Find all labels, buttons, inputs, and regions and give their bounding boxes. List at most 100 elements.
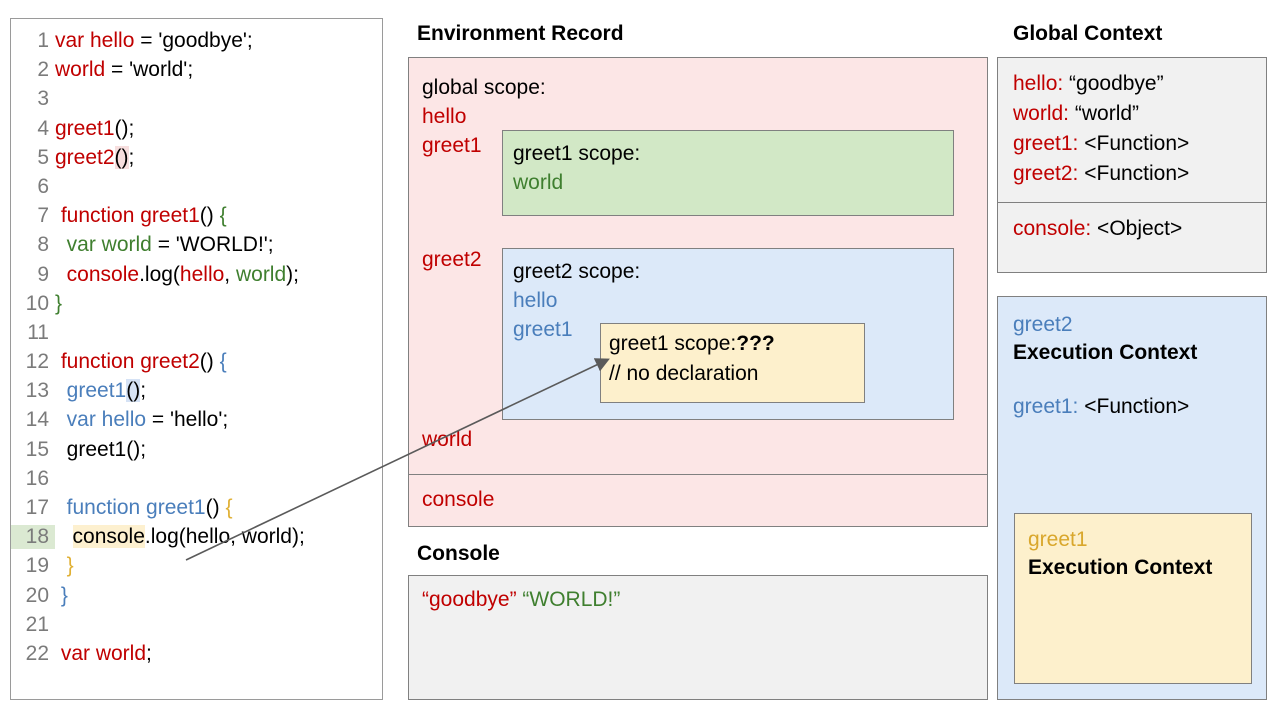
code-token: greet1 — [55, 379, 127, 403]
code-line-text: greet1(); — [55, 438, 146, 462]
code-token: (); — [114, 116, 135, 140]
env-var-greet1: greet1 — [422, 134, 482, 157]
code-token: = 'hello'; — [146, 408, 229, 432]
line-number: 20 — [25, 583, 49, 607]
code-token: .log(hello, world); — [144, 525, 305, 549]
greet1-execution-context-title: Execution Context — [1028, 556, 1213, 579]
greet1-execution-context-box: greet1 Execution Context — [1014, 513, 1252, 684]
context-key: greet2: — [1013, 162, 1079, 185]
greet2-scope-var-hello: hello — [513, 289, 558, 312]
greet2-execution-context-title: Execution Context — [1013, 341, 1198, 364]
code-token: = 'world'; — [105, 58, 194, 82]
code-line[interactable]: 12 function greet2() { — [11, 350, 382, 379]
code-line-text: var hello = 'goodbye'; — [55, 29, 253, 53]
code-line[interactable]: 14 var hello = 'hello'; — [11, 408, 382, 437]
line-number: 17 — [25, 496, 49, 519]
code-token: ); — [286, 262, 299, 286]
code-token: { — [219, 350, 227, 374]
code-token: function greet2 — [55, 350, 200, 374]
global-context-title: Global Context — [1013, 22, 1163, 45]
code-token: var hello — [55, 29, 135, 52]
code-line[interactable]: 11 — [11, 321, 382, 350]
greet1-inner-scope-box: greet1 scope:??? // no declaration — [600, 323, 865, 403]
line-number: 3 — [37, 87, 49, 111]
greet2-execution-context-var: greet1: <Function> — [1013, 393, 1266, 421]
code-line[interactable]: 17 function greet1() { — [11, 496, 382, 525]
code-token: console — [66, 262, 140, 286]
console-output-line: “goodbye” “WORLD!” — [422, 588, 987, 612]
code-token: () — [199, 204, 220, 228]
console-output-value: “WORLD!” — [516, 588, 621, 611]
code-line-text: function greet2() { — [55, 350, 227, 374]
code-line[interactable]: 10} — [11, 292, 382, 321]
code-token: greet1(); — [55, 437, 147, 461]
code-line-text: } — [55, 584, 68, 608]
environment-record-title: Environment Record — [417, 22, 624, 45]
code-line[interactable]: 7 function greet1() { — [11, 204, 382, 233]
console-output-box[interactable]: “goodbye” “WORLD!” — [408, 575, 988, 700]
global-var-hello: hello: “goodbye” — [1013, 69, 1266, 99]
code-line[interactable]: 9 console.log(hello, world); — [11, 263, 382, 292]
greet1-inner-scope-title-text: greet1 scope: — [609, 332, 737, 355]
code-token: } — [55, 583, 68, 607]
code-token: = 'WORLD!'; — [151, 233, 274, 257]
line-number: 4 — [37, 116, 49, 140]
context-key: hello: — [1013, 72, 1064, 95]
global-context-box: hello: “goodbye”world: “world”greet1: <F… — [997, 57, 1267, 273]
greet2-execution-context-box: greet2 Execution Context greet1: <Functi… — [997, 296, 1267, 700]
context-value: <Object> — [1091, 217, 1183, 240]
global-var-greet1: greet1: <Function> — [1013, 129, 1266, 159]
greet1-inner-scope-unknown: ??? — [736, 332, 775, 355]
line-number: 11 — [27, 320, 49, 344]
code-line[interactable]: 22 var world; — [11, 642, 382, 671]
code-line[interactable]: 6 — [11, 175, 382, 204]
code-token: () — [205, 496, 226, 519]
code-line[interactable]: 13 greet1(); — [11, 379, 382, 408]
code-line[interactable]: 19 } — [11, 554, 382, 583]
code-token: ; — [128, 145, 135, 169]
context-value: “goodbye” — [1063, 72, 1164, 95]
console-title: Console — [417, 542, 500, 565]
greet2-ec-var-key: greet1: — [1013, 395, 1079, 418]
code-token: } — [55, 554, 74, 578]
environment-record-box: global scope: hello greet1 greet2 world … — [408, 57, 988, 527]
global-var-greet2: greet2: <Function> — [1013, 159, 1266, 189]
greet2-scope-box: greet2 scope: hello greet1 greet1 scope:… — [502, 248, 954, 420]
context-value: <Function> — [1078, 162, 1190, 185]
code-line-text: console.log(hello, world); — [55, 525, 305, 549]
greet1-inner-scope-title: greet1 scope:??? — [609, 329, 864, 359]
code-line[interactable]: 18 console.log(hello, world); — [11, 525, 382, 554]
code-line-text: world = 'world'; — [55, 58, 193, 82]
code-token: { — [225, 496, 233, 519]
code-line-text: greet1(); — [55, 117, 134, 141]
context-key: world: — [1013, 102, 1070, 125]
code-line[interactable]: 8 var world = 'WORLD!'; — [11, 233, 382, 262]
global-scope-label: global scope: — [422, 76, 546, 99]
greet1-inner-scope-note: // no declaration — [609, 362, 759, 385]
code-line[interactable]: 20 } — [11, 584, 382, 613]
line-number: 21 — [25, 612, 49, 636]
code-line-text: var world = 'WORLD!'; — [55, 233, 274, 257]
code-line[interactable]: 15 greet1(); — [11, 438, 382, 467]
global-context-vars: hello: “goodbye”world: “world”greet1: <F… — [998, 58, 1266, 203]
code-token — [55, 525, 73, 548]
code-line[interactable]: 16 — [11, 467, 382, 496]
code-line[interactable]: 21 — [11, 613, 382, 642]
code-line-text: var hello = 'hello'; — [55, 408, 229, 432]
line-number: 12 — [25, 350, 49, 374]
code-token: console — [72, 525, 145, 549]
code-line-text: var world; — [55, 642, 152, 666]
line-number: 18 — [11, 525, 55, 550]
code-line[interactable]: 3 — [11, 87, 382, 116]
code-token: { — [219, 204, 227, 228]
code-token: = 'goodbye'; — [134, 29, 253, 52]
greet2-ec-var-value: <Function> — [1084, 395, 1190, 418]
global-obj-console: console: <Object> — [1013, 214, 1266, 244]
console-output-value: “goodbye” — [422, 588, 517, 611]
